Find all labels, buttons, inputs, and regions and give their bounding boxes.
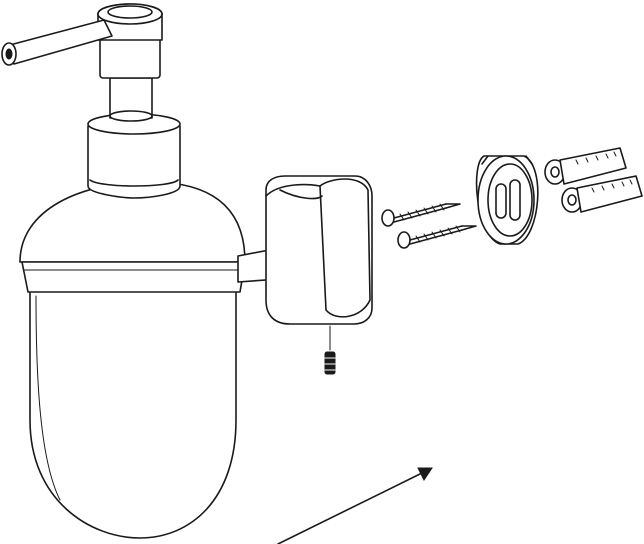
mounting-plate xyxy=(475,155,539,245)
soap-bottle xyxy=(19,181,246,539)
pump-collar xyxy=(87,113,181,199)
assembly-direction-arrow xyxy=(277,467,433,544)
pump-head xyxy=(97,3,163,122)
set-screw xyxy=(324,325,336,375)
wood-screw xyxy=(381,203,477,249)
wall-plug xyxy=(544,147,643,213)
pump-nozzle xyxy=(1,19,113,66)
wall-mount-block xyxy=(265,175,373,325)
